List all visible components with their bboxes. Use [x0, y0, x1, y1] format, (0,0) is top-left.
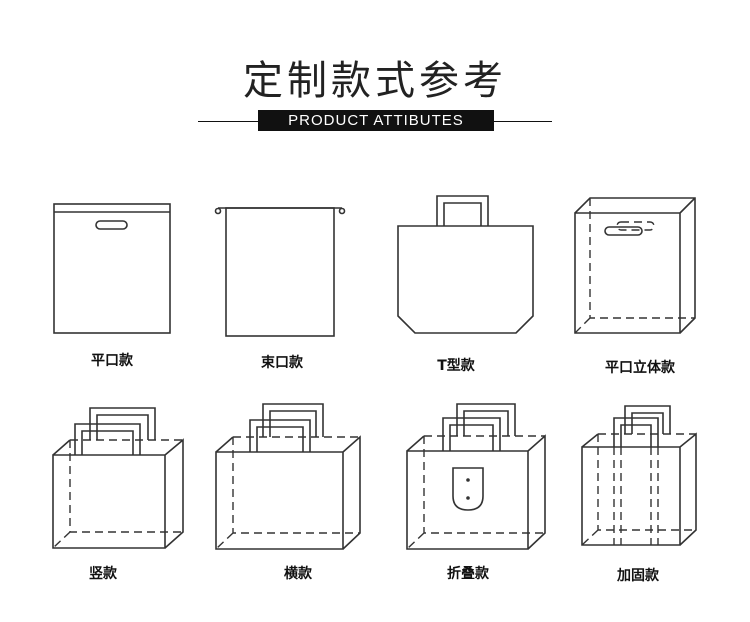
- flat-bag-drawing: [53, 203, 171, 334]
- divider-left: [198, 121, 258, 122]
- flat-3d-bag-drawing: [574, 197, 696, 334]
- bag-label: 折叠款: [447, 566, 489, 582]
- bag-label: T型款: [437, 358, 475, 374]
- bag-label: 束口款: [261, 355, 303, 371]
- vertical-bag-drawing: [52, 407, 184, 549]
- bag-label: 平口款: [91, 353, 133, 369]
- drawstring-bag-drawing: [214, 207, 346, 337]
- bag-label: 平口立体款: [605, 360, 675, 376]
- reinforced-bag-drawing: [581, 405, 697, 546]
- bag-label: 加固款: [617, 568, 659, 584]
- page-subtitle: PRODUCT ATTIBUTES: [258, 110, 494, 131]
- page-title: 定制款式参考: [243, 58, 507, 104]
- bag-label: 横款: [284, 566, 312, 582]
- divider-right: [494, 121, 552, 122]
- bag-label: 竖款: [89, 566, 117, 582]
- t-shape-bag-drawing: [397, 195, 534, 334]
- foldable-bag-drawing: [406, 403, 546, 550]
- horizontal-bag-drawing: [215, 403, 361, 550]
